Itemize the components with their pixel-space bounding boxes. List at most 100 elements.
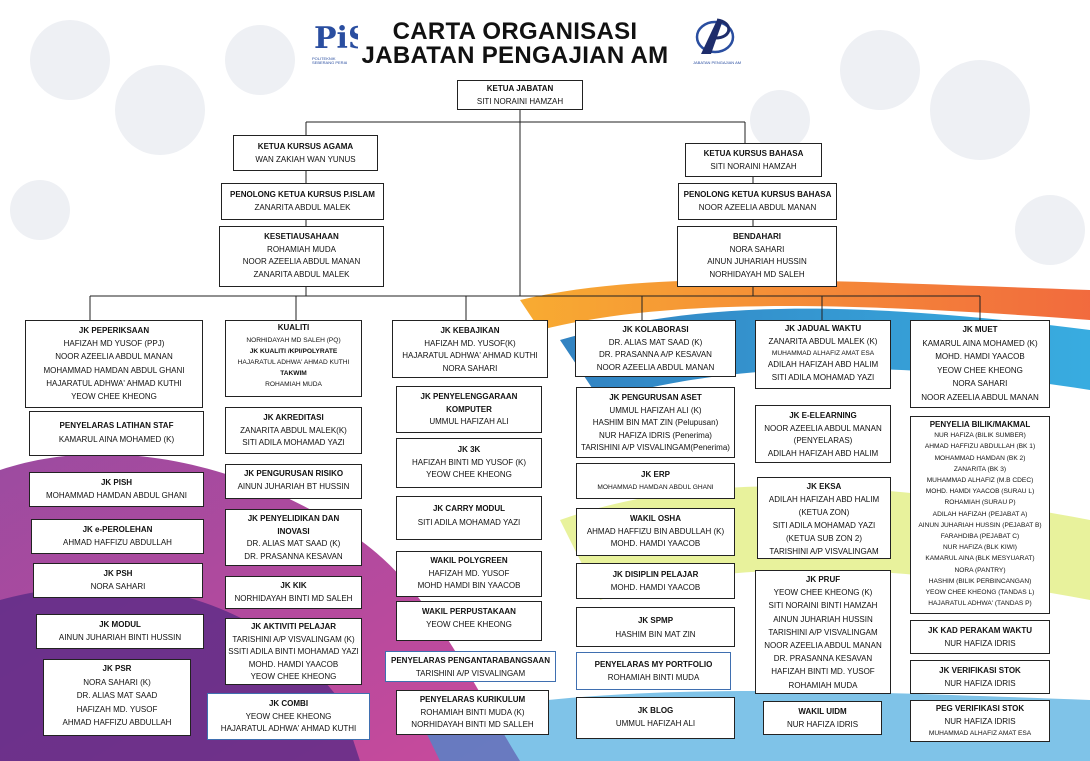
box-name: TARISHINI A/P VISVALINGAM(Penerima) xyxy=(581,443,730,452)
box-name: MOHAMMAD HAMDAN ABDUL GHANI xyxy=(597,483,714,491)
box-name: ADILAH HAFIZAH ABD HALIM xyxy=(768,495,880,504)
peg-verifikasi-stok-box: PEG VERIFIKASI STOK NUR HAFIZA IDRIS MUH… xyxy=(910,700,1050,742)
jk-kolaborasi-box: JK KOLABORASI DR. ALIAS MAT SAAD (K) DR.… xyxy=(575,320,736,377)
kesetiausahaan-box: KESETIAUSAHAAN ROHAMIAH MUDA NOOR AZEELI… xyxy=(219,226,384,287)
jk-erp-box: JK ERP MOHAMMAD HAMDAN ABDUL GHANI xyxy=(576,463,735,499)
box-name: AHMAD HAFFIZU ABDULLAH xyxy=(62,718,172,727)
box-name: NOOR AZEELIA ABDUL MANAN xyxy=(55,352,173,362)
box-name: AINUN JUHARIAH BINTI HUSSIN xyxy=(58,632,182,642)
box-title: JK KIK xyxy=(280,581,307,590)
box-name: ZANARITA ABDUL MALEK(K) xyxy=(240,425,347,435)
department-logo: JABATAN PENGAJIAN AM xyxy=(693,16,741,66)
penyelaras-latihan-staf-box: PENYELARAS LATIHAN STAF KAMARUL AINA MOH… xyxy=(29,411,204,456)
jk-penyelidikan-inovasi-box: JK PENYELIDIKAN DAN INOVASI DR. ALIAS MA… xyxy=(225,509,362,566)
box-name: KAMARUL AINA MOHAMED (K) xyxy=(922,338,1038,348)
box-name: ADILAH HAFIZAH ABD HALIM xyxy=(767,448,879,458)
jk-muet-box: JK MUET KAMARUL AINA MOHAMED (K) MOHD. H… xyxy=(910,320,1050,408)
box-title: PEG VERIFIKASI STOK xyxy=(935,704,1025,713)
jk-jadual-waktu-box: JK JADUAL WAKTU ZANARITA ABDUL MALEK (K)… xyxy=(755,320,891,389)
box-name: TARISHINI A/P VISVALINGAM (K) xyxy=(232,634,355,644)
box-name: MUHAMMAD ALHAFIZ AMAT ESA xyxy=(771,350,875,357)
box-name: NOOR AZEELIA ABDUL MANAN xyxy=(698,202,817,212)
box-name: (KETUA ZON) xyxy=(798,508,850,517)
logo-caption-2: SEBERANG PERAI xyxy=(312,60,348,65)
box-name: DR. PRASANNA A/P KESAVAN xyxy=(599,350,712,359)
box-name: DR. ALIAS MAT SAAD (K) xyxy=(608,337,703,347)
jk-kebajikan-box: JK KEBAJIKAN HAFIZAH MD. YUSOF(K) HAJARA… xyxy=(392,320,548,378)
box-name: YEOW CHEE KHEONG (TANDAS L) xyxy=(925,589,1035,597)
jk-spmp-box: JK SPMP HASHIM BIN MAT ZIN xyxy=(576,607,735,647)
box-name: TARISHINI A/P VISVALINGAM xyxy=(415,668,526,678)
jk-e-perolehan-box: JK e-PEROLEHAN AHMAD HAFFIZU ABDULLAH xyxy=(31,519,204,554)
box-title-line-2: KOMPUTER xyxy=(446,404,492,414)
box-name: (KETUA SUB ZON 2) xyxy=(785,534,862,543)
box-name: NOOR AZEELIA ABDUL MANAN xyxy=(764,423,882,433)
box-name: UMMUL HAFIZAH ALI xyxy=(615,718,696,728)
box-title: BENDAHARI xyxy=(733,232,781,241)
box-title: WAKIL OSHA xyxy=(630,514,681,523)
box-name: NORHIDAYAH MD SALEH (PQ) xyxy=(246,336,341,344)
wakil-polygreen-box: WAKIL POLYGREEN HAFIZAH MD. YUSOF MOHD H… xyxy=(396,551,542,597)
penyelaras-pengantarabangsaan-box: PENYELARAS PENGANTARABANGSAAN TARISHINI … xyxy=(385,651,556,682)
box-title: JK PENGURUSAN RISIKO xyxy=(243,469,344,478)
box-name: HAFIZAH MD. YUSOF xyxy=(76,704,158,714)
box-name: ROHAMIAH BINTI MUDA (K) xyxy=(420,707,525,717)
box-name: MOHD. HAMDI YAACOB xyxy=(610,582,701,592)
box-title: PENOLONG KETUA KURSUS P.ISLAM xyxy=(230,190,375,199)
box-name: UMMUL HAFIZAH ALI (K) xyxy=(609,405,702,415)
title-line-1: CARTA ORGANISASI xyxy=(392,18,638,45)
box-title: JK BLOG xyxy=(637,706,674,715)
box-title: JK VERIFIKASI STOK xyxy=(939,666,1021,675)
jk-pengurusan-aset-box: JK PENGURUSAN ASET UMMUL HAFIZAH ALI (K)… xyxy=(576,387,735,458)
jk-psr-box: JK PSR NORA SAHARI (K) DR. ALIAS MAT SAA… xyxy=(43,659,191,736)
box-name: YEOW CHEE KHEONG xyxy=(426,470,512,479)
box-name: NOOR AZEELIA ABDUL MANAN xyxy=(242,257,361,266)
box-name: SITI NORAINI BINTI HAMZAH xyxy=(768,601,878,611)
box-name: NUR HAFIZA (BILIK SUMBER) xyxy=(934,432,1026,440)
box-name: SITI ADILA MOHAMAD YAZI xyxy=(771,372,875,382)
logo-caption-1: POLITEKNIK xyxy=(312,56,336,61)
jk-e-elearning-box: JK E-ELEARNING NOOR AZEELIA ABDUL MANAN … xyxy=(755,405,891,463)
box-name: MOHD. HAMDI YAACOB xyxy=(248,659,339,669)
box-name: ADILAH HAFIZAH (PEJABAT A) xyxy=(932,510,1028,518)
ketua-jabatan-box: KETUA JABATAN SITI NORAINI HAMZAH xyxy=(457,80,583,110)
box-name: AHMAD HAFFIZU ABDULLAH (BK 1) xyxy=(924,443,1036,451)
box-name: YEOW CHEE KHEONG xyxy=(71,392,157,402)
box-name: AINUN JUHARIAH BT HUSSIN xyxy=(237,481,350,491)
box-title: PENYELARAS KURIKULUM xyxy=(419,695,526,704)
box-name: ZANARITA ABDUL MALEK (K) xyxy=(768,336,878,346)
department-emblem-icon xyxy=(695,18,735,54)
box-name: NUR HAFIZA IDRIS (Penerima) xyxy=(599,430,712,440)
box-title: JK KEBAJIKAN xyxy=(440,326,500,335)
box-name: AHMAD HAFFIZU BIN ABDULLAH (K) xyxy=(586,526,725,536)
box-title: KUALITI xyxy=(277,323,310,332)
wakil-uidm-box: WAKIL UIDM NUR HAFIZA IDRIS xyxy=(763,701,882,735)
box-title: JK 3K xyxy=(457,445,481,454)
box-title: JK PISH xyxy=(100,478,133,487)
box-name: DR. ALIAS MAT SAAD xyxy=(76,691,158,700)
ketua-kursus-agama-box: KETUA KURSUS AGAMA WAN ZAKIAH WAN YUNUS xyxy=(233,135,378,171)
box-name: ROHAMIAH MUDA xyxy=(265,380,322,388)
box-name: NOOR AZEELIA ABDUL MANAN xyxy=(596,362,715,372)
jk-penyelenggaraan-komputer-box: JK PENYELENGGARAAN KOMPUTER UMMUL HAFIZA… xyxy=(396,386,542,433)
box-name: YEOW CHEE KHEONG (K) xyxy=(773,588,873,598)
jk-disiplin-pelajar-box: JK DISIPLIN PELAJAR MOHD. HAMDI YAACOB xyxy=(576,563,735,599)
box-name: AINUN JUHARIAH HUSSIN (PEJABAT B) xyxy=(918,521,1042,529)
box-name: HAFIZAH MD. YUSOF(K) xyxy=(424,338,516,348)
box-title: JK PEPERIKSAAN xyxy=(78,326,150,335)
box-title: KETUA JABATAN xyxy=(486,84,554,93)
box-name: YEOW CHEE KHEONG xyxy=(250,672,337,681)
box-title: JK PRUF xyxy=(805,575,841,584)
box-title: PENOLONG KETUA KURSUS BAHASA xyxy=(683,190,832,199)
box-name: HASHIM (BILIK PERBINCANGAN) xyxy=(928,577,1032,585)
box-name: MOHD. HAMDI YAACOB (SURAU L) xyxy=(925,488,1035,496)
box-name: KAMARUL AINA (BLK MESYUARAT) xyxy=(925,555,1035,563)
jk-modul-box: JK MODUL AINUN JUHARIAH BINTI HUSSIN xyxy=(36,614,204,649)
box-name: AINUN JUHARIAH HUSSIN xyxy=(773,614,873,624)
kualiti-box: KUALITI NORHIDAYAH MD SALEH (PQ) JK KUAL… xyxy=(225,320,362,397)
jk-akreditasi-box: JK AKREDITASI ZANARITA ABDUL MALEK(K) SI… xyxy=(225,407,362,454)
pis-logo-icon: PiS xyxy=(314,21,370,56)
box-name: NORA SAHARI xyxy=(729,244,785,254)
box-title: JK AKREDITASI xyxy=(263,413,324,422)
